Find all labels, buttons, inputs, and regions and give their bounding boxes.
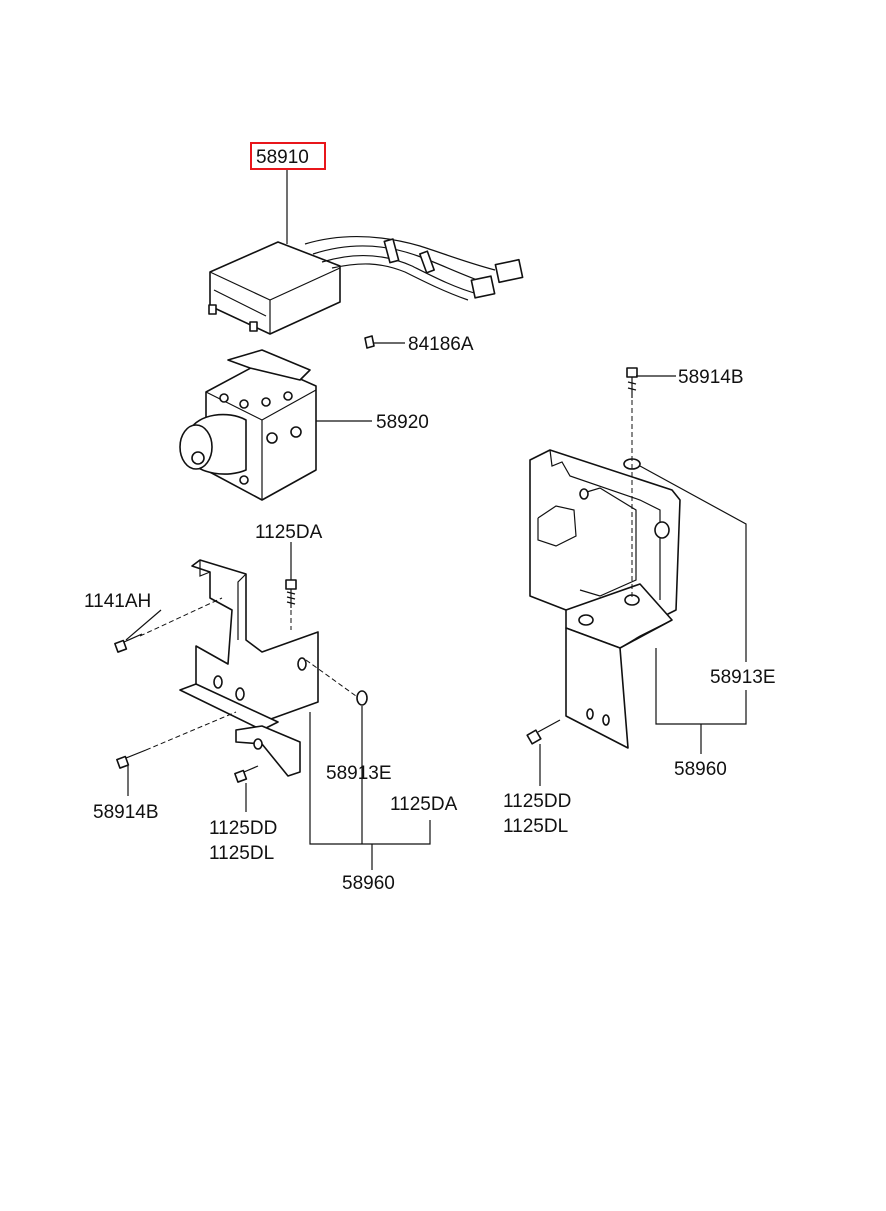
bolt-58914b-left[interactable] <box>116 749 147 769</box>
callout-1125dl-left[interactable]: 1125DL <box>209 843 274 864</box>
bolt-58914b-right[interactable] <box>626 367 638 398</box>
connector-84186a-part[interactable] <box>364 335 375 349</box>
bracket-left[interactable] <box>179 559 319 777</box>
callout-1141ah[interactable]: 1141AH <box>84 591 151 612</box>
callout-58960-left[interactable]: 58960 <box>342 873 395 894</box>
screw-1125dd-left[interactable] <box>234 765 259 783</box>
hecu-module[interactable] <box>208 236 524 335</box>
hydraulic-unit[interactable] <box>179 349 317 501</box>
bolt-1125da-left-top[interactable] <box>285 579 297 608</box>
bracket-right[interactable] <box>529 449 681 749</box>
washer-58913e-left[interactable] <box>356 690 368 706</box>
callout-58913e-left[interactable]: 58913E <box>326 763 392 784</box>
callout-1125dl-right[interactable]: 1125DL <box>503 816 568 837</box>
callout-58960-right[interactable]: 58960 <box>674 759 727 780</box>
callout-58914b-left[interactable]: 58914B <box>93 802 159 823</box>
callout-58914b-right[interactable]: 58914B <box>678 367 744 388</box>
callout-1125da-top[interactable]: 1125DA <box>255 522 323 543</box>
selected-callout-box <box>250 142 326 170</box>
callout-58913e-right[interactable]: 58913E <box>710 667 776 688</box>
callout-1125da-mid[interactable]: 1125DA <box>390 794 458 815</box>
screw-1125dd-right[interactable] <box>526 719 561 745</box>
callout-84186a[interactable]: 84186A <box>408 334 474 355</box>
callout-58920[interactable]: 58920 <box>376 412 429 433</box>
callout-58910[interactable]: 58910 <box>256 147 309 168</box>
callout-1125dd-right[interactable]: 1125DD <box>503 791 571 812</box>
bolt-1141ah[interactable] <box>114 633 143 653</box>
callout-1125dd-left[interactable]: 1125DD <box>209 818 277 839</box>
